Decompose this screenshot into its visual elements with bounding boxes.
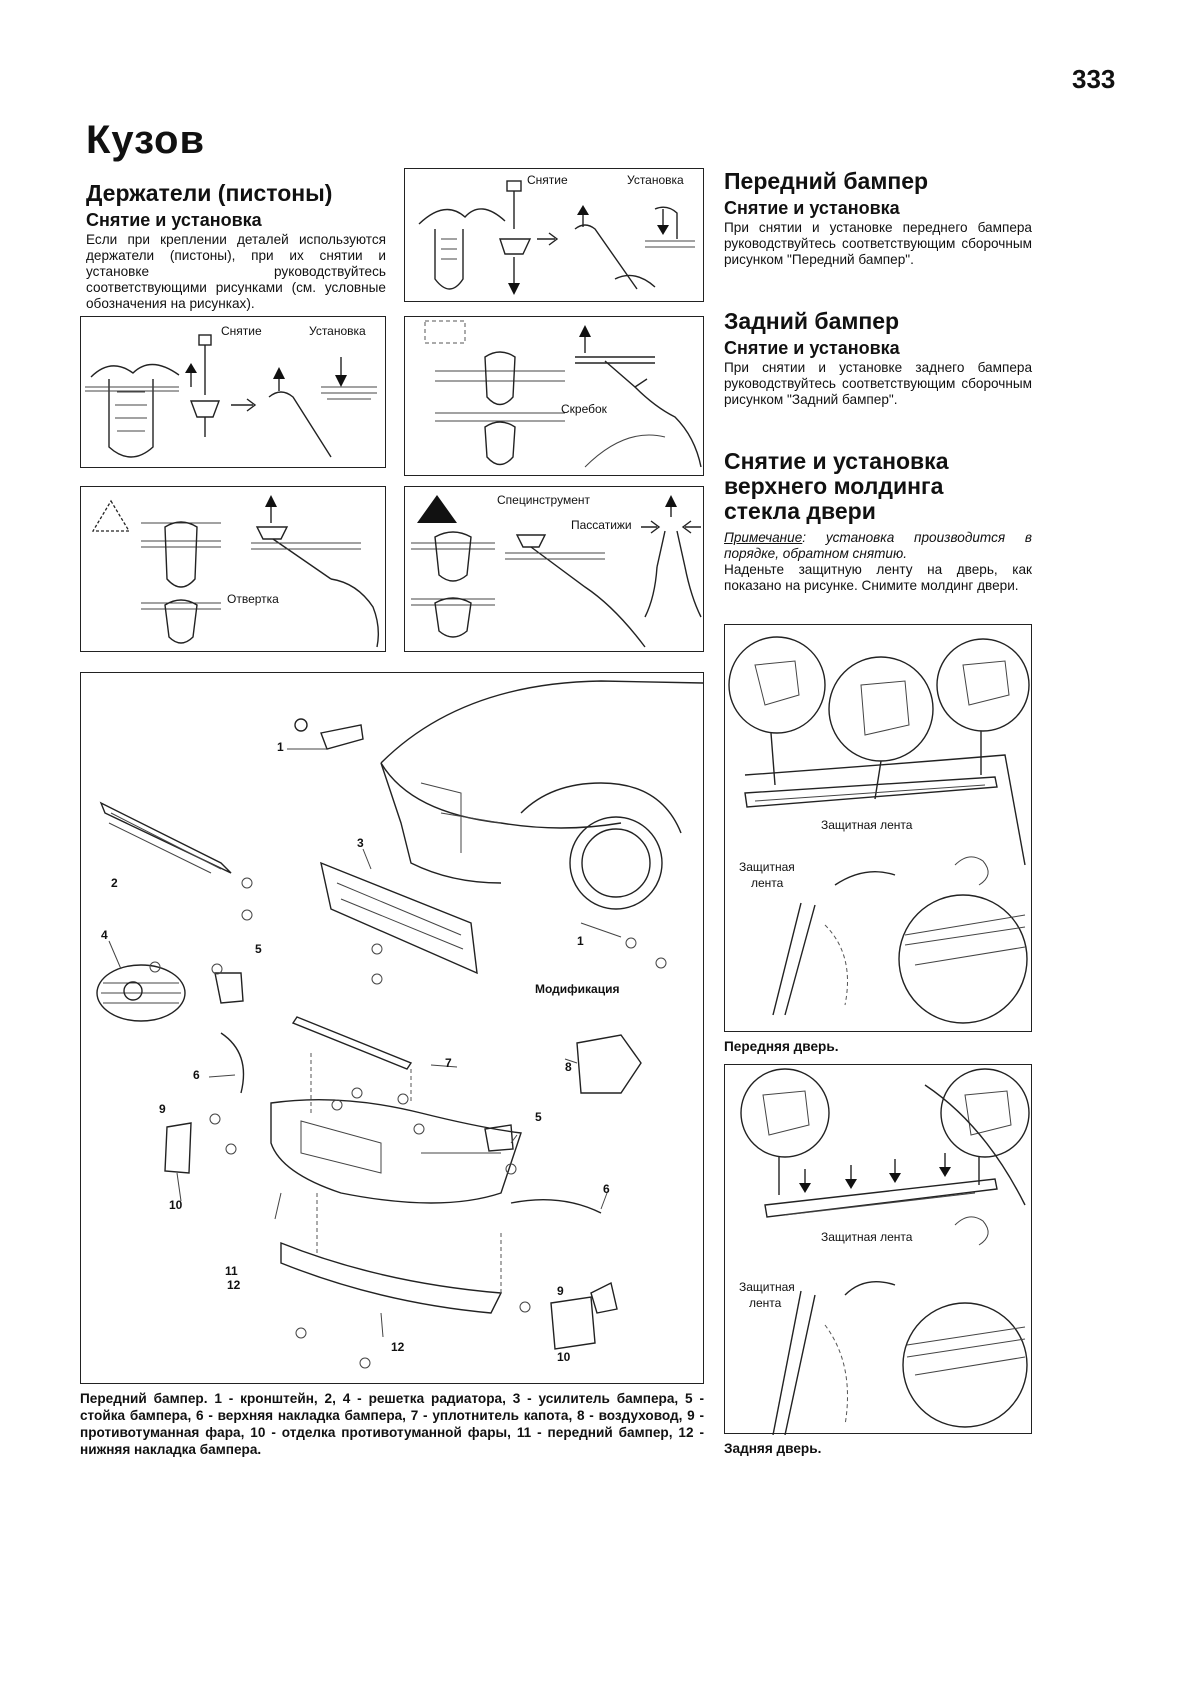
bumper-caption: Передний бампер. 1 - кронштейн, 2, 4 - р… <box>80 1391 704 1457</box>
part-number-1b: 1 <box>577 934 584 948</box>
part-number-4: 4 <box>101 928 108 942</box>
modification-label: Модификация <box>535 982 620 996</box>
part-number-5: 5 <box>255 942 262 956</box>
front-door-tape-label: Защитная лента <box>821 818 913 832</box>
front-bumper-subheading: Снятие и установка <box>724 198 900 218</box>
clip1-removal-label: Снятие <box>527 173 568 187</box>
clip-figure-5-drawing <box>411 495 702 648</box>
part-number-12b: 12 <box>391 1340 405 1354</box>
note-label: Примечание <box>724 530 803 545</box>
clip3-scraper-label: Скребок <box>561 402 607 416</box>
clip1-install-label: Установка <box>627 173 684 187</box>
front-bumper-diagram: Модификация 1 1 2 3 4 5 5 6 6 7 8 9 9 10… <box>80 672 704 1384</box>
rear-bumper-paragraph: При снятии и установке заднего бампера р… <box>724 360 1032 407</box>
part-number-7: 7 <box>445 1056 452 1070</box>
front-bumper-paragraph: При снятии и установке переднего бампера… <box>724 220 1032 267</box>
rear-door-tape-label2-l2: лента <box>749 1296 782 1310</box>
front-door-drawing <box>728 636 1030 1024</box>
rear-door-drawing <box>740 1068 1030 1435</box>
clip-figure-4: Отвертка <box>80 486 386 652</box>
molding-heading-line1: Снятие и установка <box>724 448 949 474</box>
molding-heading-line3: стекла двери <box>724 498 876 524</box>
clips-subheading: Снятие и установка <box>86 210 262 230</box>
front-door-figure: Защитная лента Защитная лента <box>724 624 1032 1032</box>
part-number-5b: 5 <box>535 1110 542 1124</box>
clip-figure-4-drawing <box>91 495 380 648</box>
rear-door-caption: Задняя дверь. <box>724 1441 822 1456</box>
part-number-2: 2 <box>111 876 118 890</box>
clip4-screwdriver-label: Отвертка <box>227 592 279 606</box>
front-bumper-heading: Передний бампер <box>724 168 929 194</box>
clip2-install-label: Установка <box>309 324 366 338</box>
clip2-removal-label: Снятие <box>221 324 262 338</box>
part-number-3: 3 <box>357 836 364 850</box>
molding-note: Примечание: установка производится в пор… <box>724 530 1032 562</box>
clips-paragraph: Если при креплении деталей используются … <box>86 232 386 311</box>
part-number-6: 6 <box>193 1068 200 1082</box>
part-number-8: 8 <box>565 1060 572 1074</box>
part-number-9: 9 <box>159 1102 166 1116</box>
clip-figure-2-drawing <box>85 334 377 458</box>
part-number-10: 10 <box>169 1198 183 1212</box>
part-number-9b: 9 <box>557 1284 564 1298</box>
part-number-11: 11 <box>225 1264 238 1278</box>
part-number-12: 12 <box>227 1278 241 1292</box>
clip-figure-5: Специнструмент Пассатижи <box>404 486 704 652</box>
front-door-caption: Передняя дверь. <box>724 1039 839 1054</box>
clip-figure-1-drawing <box>418 180 695 295</box>
bumper-exploded-drawing <box>96 680 704 1369</box>
part-number-1: 1 <box>277 740 284 754</box>
rear-door-tape-label2-l1: Защитная <box>739 1280 795 1294</box>
rear-bumper-heading: Задний бампер <box>724 308 900 334</box>
molding-heading-line2: верхнего молдинга <box>724 473 944 499</box>
front-door-tape-label2-l1: Защитная <box>739 860 795 874</box>
rear-door-tape-label: Защитная лента <box>821 1230 913 1244</box>
clip-figure-1: Снятие Установка <box>404 168 704 302</box>
clip-figure-3: Скребок <box>404 316 704 476</box>
clips-heading: Держатели (пистоны) <box>86 180 333 206</box>
rear-bumper-subheading: Снятие и установка <box>724 338 900 358</box>
clip-figure-2: Снятие Установка <box>80 316 386 468</box>
part-number-10b: 10 <box>557 1350 571 1364</box>
clip5-special-tool-label: Специнструмент <box>497 493 590 507</box>
note-text: : установка производится в порядке, обра… <box>724 530 1032 561</box>
clip5-pliers-label: Пассатижи <box>571 518 632 532</box>
rear-door-figure: Защитная лента Защитная лента <box>724 1064 1032 1435</box>
molding-paragraph: Наденьте защитную ленту на дверь, как по… <box>724 562 1032 593</box>
part-number-6b: 6 <box>603 1182 610 1196</box>
section-title: Кузов <box>86 118 206 162</box>
clip-figure-3-drawing <box>424 320 702 468</box>
page-number: 333 <box>1072 64 1116 94</box>
front-door-tape-label2-l2: лента <box>751 876 784 890</box>
